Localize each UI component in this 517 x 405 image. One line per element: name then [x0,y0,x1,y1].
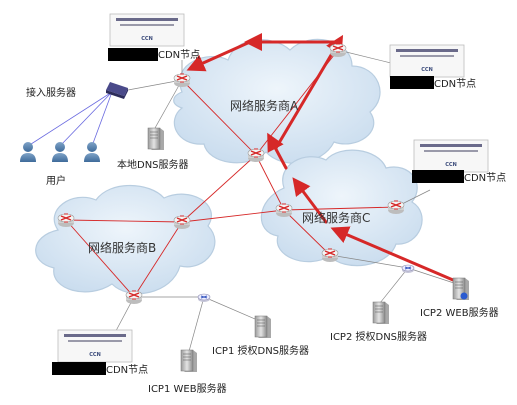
icp2-dns-server-icon [372,301,390,325]
svg-text:CCN: CCN [445,162,457,168]
cdn-node-label: CDN节点 [464,172,506,184]
user-icon [20,142,36,162]
user-icon [84,142,100,162]
router-icon [125,290,143,305]
router-icon [321,248,339,263]
request-path [186,33,455,282]
cdn-node-label: CDN节点 [434,78,476,90]
cdn-node-label: CDN节点 [106,364,148,376]
icp1-dns-label: ICP1 授权DNS服务器 [212,344,309,357]
router-icon [57,213,75,228]
icp1-web-label: ICP1 WEB服务器 [148,382,227,395]
icp2-web-server-icon [452,277,470,301]
router-icon [173,73,191,88]
icp2-dns-label: ICP2 授权DNS服务器 [330,330,427,343]
icp2-web-label: ICP2 WEB服务器 [420,306,499,319]
cdn-node-right: CCN CDN节点 [412,139,506,184]
cdn-node-top-right: CCN CDN节点 [389,44,476,90]
cdn-node-label: CDN节点 [158,49,200,61]
cdn-node-bottom-left: CCN CDN节点 [52,329,148,376]
cloud-label-a: 网络服务商A [230,98,299,113]
svg-text:CCN: CCN [89,352,101,358]
user-icon [52,142,68,162]
router-icon [247,148,265,163]
access-links [27,91,113,147]
cloud-provider-b [35,184,216,295]
icp1-web-server-icon [180,349,198,373]
icp1-dns-server-icon [254,315,272,339]
switch-icon [197,293,211,303]
router-icon [329,43,347,58]
router-icon [173,215,191,230]
svg-text:CCN: CCN [141,36,153,42]
backbone-links [65,49,397,298]
cloud-label-b: 网络服务商B [88,240,156,255]
access-server-label: 接入服务器 [26,86,76,99]
router-icon [275,203,293,218]
switch-icon [401,264,415,274]
access-server-icon [106,82,128,99]
cloud-label-c: 网络服务商C [302,210,370,225]
users-label: 用户 [46,174,66,187]
local-dns-server-icon [147,127,165,151]
local-dns-label: 本地DNS服务器 [117,158,189,171]
svg-text:CCN: CCN [421,67,433,73]
cdn-node-top: CCN CDN节点 [108,13,200,61]
router-icon [387,200,405,215]
